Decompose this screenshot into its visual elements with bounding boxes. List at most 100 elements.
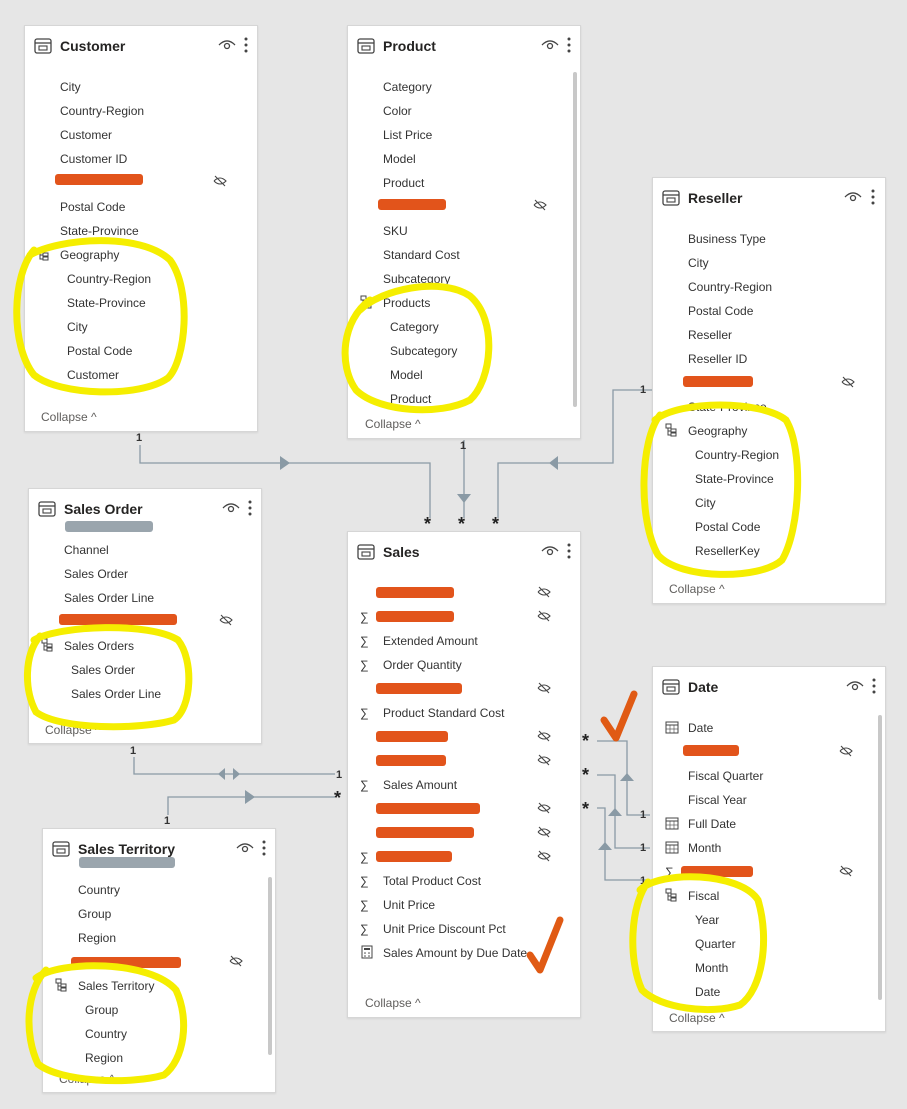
field-row[interactable]: Customer (60, 128, 113, 142)
more-options-icon[interactable] (566, 542, 572, 560)
sales-order-header[interactable]: Sales Order (29, 489, 261, 529)
field-row[interactable]: Product (383, 176, 425, 190)
customer-table-card[interactable]: Customer City Country-Region Customer Cu… (24, 25, 258, 432)
more-options-icon[interactable] (261, 839, 267, 857)
hierarchy-level[interactable]: Model (390, 368, 423, 382)
field-row[interactable]: Country (78, 883, 121, 897)
customer-header[interactable]: Customer (25, 26, 257, 66)
collapse-button[interactable]: Collapse ^ (45, 723, 101, 737)
more-options-icon[interactable] (871, 677, 877, 695)
more-options-icon[interactable] (870, 188, 876, 206)
product-table-card[interactable]: Product Category Color List Price Model … (347, 25, 581, 439)
field-row[interactable]: Sales Order Line (64, 591, 155, 605)
visibility-eye-icon[interactable] (541, 544, 559, 558)
hierarchy-level[interactable]: Date (695, 985, 721, 999)
hierarchy-level[interactable]: Sales Order (71, 663, 136, 677)
hierarchy-level[interactable]: Group (85, 1003, 119, 1017)
hierarchy-level[interactable]: State-Province (67, 296, 146, 310)
field-row[interactable]: Fiscal Year (688, 793, 747, 807)
field-row[interactable]: Reseller (688, 328, 733, 342)
more-options-icon[interactable] (566, 36, 572, 54)
field-row[interactable]: Unit Price (383, 898, 436, 912)
date-header[interactable]: Date (653, 667, 885, 707)
hierarchy-level[interactable]: Category (390, 320, 439, 334)
field-row[interactable]: Standard Cost (383, 248, 460, 262)
visibility-eye-icon[interactable] (218, 38, 236, 52)
hierarchy-name[interactable]: Sales Territory (78, 979, 155, 993)
hierarchy-level[interactable]: Quarter (695, 937, 736, 951)
field-row[interactable]: Date (688, 721, 714, 735)
scrollbar[interactable] (878, 715, 882, 1000)
hierarchy-level[interactable]: Month (695, 961, 729, 975)
field-row[interactable]: Model (383, 152, 416, 166)
hierarchy-level[interactable]: ResellerKey (695, 544, 760, 558)
field-row[interactable]: List Price (383, 128, 433, 142)
hierarchy-name[interactable]: Fiscal (688, 889, 720, 903)
field-row[interactable]: Order Quantity (383, 658, 462, 672)
hierarchy-level[interactable]: Postal Code (67, 344, 133, 358)
field-row[interactable]: Sales Amount (383, 778, 458, 792)
hierarchy-name[interactable]: Sales Orders (64, 639, 135, 653)
field-row[interactable]: Subcategory (383, 272, 451, 286)
hierarchy-name[interactable]: Products (383, 296, 431, 310)
collapse-button[interactable]: Collapse ^ (41, 410, 97, 424)
visibility-eye-icon[interactable] (236, 841, 254, 855)
collapse-button[interactable]: Collapse ^ (59, 1072, 115, 1086)
sales-territory-table-card[interactable]: Sales Territory Country Group Region Sal… (42, 828, 276, 1093)
visibility-eye-icon[interactable] (222, 501, 240, 515)
field-row[interactable]: Postal Code (60, 200, 126, 214)
hierarchy-level[interactable]: Postal Code (695, 520, 761, 534)
visibility-eye-icon[interactable] (541, 38, 559, 52)
field-row[interactable]: Fiscal Quarter (688, 769, 764, 783)
field-row[interactable]: Full Date (688, 817, 737, 831)
sales-order-table-card[interactable]: Sales Order Channel Sales Order Sales Or… (28, 488, 262, 744)
field-row[interactable]: Postal Code (688, 304, 754, 318)
product-header[interactable]: Product (348, 26, 580, 66)
sales-header[interactable]: Sales (348, 532, 580, 572)
field-row[interactable]: Extended Amount (383, 634, 478, 648)
visibility-eye-icon[interactable] (846, 679, 864, 693)
hierarchy-level[interactable]: Customer (67, 368, 120, 382)
hierarchy-level[interactable]: Region (85, 1051, 124, 1065)
hierarchy-level[interactable]: Country (85, 1027, 128, 1041)
collapse-button[interactable]: Collapse ^ (669, 582, 725, 596)
reseller-header[interactable]: Reseller (653, 178, 885, 218)
field-row[interactable]: Business Type (688, 232, 766, 246)
collapse-button[interactable]: Collapse ^ (365, 417, 421, 431)
more-options-icon[interactable] (247, 499, 253, 517)
field-row[interactable]: Month (688, 841, 722, 855)
visibility-eye-icon[interactable] (844, 190, 862, 204)
field-row[interactable]: State-Province (688, 400, 767, 414)
hierarchy-level[interactable]: City (695, 496, 716, 510)
hierarchy-level[interactable]: Country-Region (695, 448, 780, 462)
field-row[interactable]: Reseller ID (688, 352, 748, 366)
hierarchy-level[interactable]: State-Province (695, 472, 774, 486)
field-row[interactable]: Region (78, 931, 117, 945)
collapse-button[interactable]: Collapse ^ (365, 996, 421, 1010)
more-options-icon[interactable] (243, 36, 249, 54)
reseller-table-card[interactable]: Reseller Business Type City Country-Regi… (652, 177, 886, 604)
field-row[interactable]: Total Product Cost (383, 874, 482, 888)
field-row[interactable]: Group (78, 907, 112, 921)
field-row[interactable]: Channel (64, 543, 109, 557)
field-row[interactable]: Category (383, 80, 432, 94)
field-row[interactable]: City (688, 256, 709, 270)
field-row[interactable]: Sales Order (64, 567, 129, 581)
sales-table-card[interactable]: Sales ∑ ∑ Extended Amount ∑ Order Quanti… (347, 531, 581, 1018)
field-row[interactable]: State-Province (60, 224, 139, 238)
hierarchy-level[interactable]: Country-Region (67, 272, 152, 286)
field-row[interactable]: Country-Region (688, 280, 773, 294)
scrollbar[interactable] (268, 877, 272, 1055)
field-row[interactable]: Customer ID (60, 152, 128, 166)
hierarchy-level[interactable]: Year (695, 913, 720, 927)
field-row[interactable]: Product Standard Cost (383, 706, 505, 720)
field-row[interactable]: City (60, 80, 81, 94)
sales-territory-header[interactable]: Sales Territory (43, 829, 275, 869)
field-row[interactable]: Color (383, 104, 412, 118)
hierarchy-level[interactable]: Subcategory (390, 344, 458, 358)
field-row[interactable]: Country-Region (60, 104, 145, 118)
hierarchy-level[interactable]: Sales Order Line (71, 687, 162, 701)
date-table-card[interactable]: Date Date Fiscal Quarter Fiscal Year Ful… (652, 666, 886, 1032)
field-row[interactable]: Unit Price Discount Pct (383, 922, 506, 936)
measure-row[interactable]: Sales Amount by Due Date (383, 946, 528, 960)
